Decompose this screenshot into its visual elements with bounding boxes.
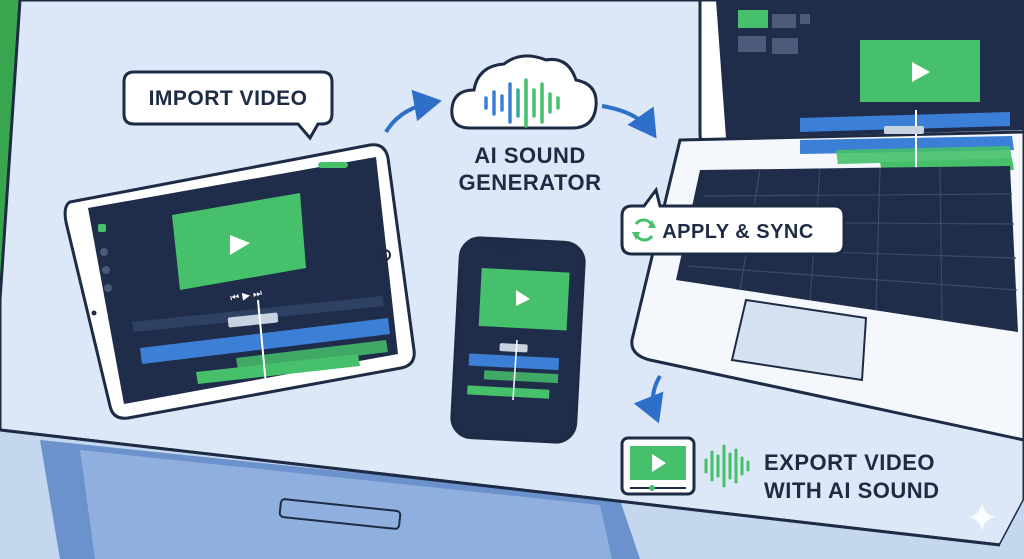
timeline-track-blue (800, 112, 1010, 132)
apply-sync-label: APPLY & SYNC (662, 221, 814, 243)
play-icon (652, 454, 666, 472)
apply-sync-callout: APPLY & SYNC (620, 186, 846, 256)
sparkle-icon (968, 503, 996, 531)
timeline-track-blue (140, 318, 390, 364)
cloud-icon (450, 54, 598, 130)
svg-text:⏮ ▶ ⏭: ⏮ ▶ ⏭ (229, 288, 262, 304)
laptop-trackpad (730, 298, 868, 382)
playhead (257, 299, 267, 386)
waveform-icon (704, 444, 750, 488)
timeline-track-green (236, 340, 388, 370)
phone-device (450, 236, 586, 444)
ai-generator-label-line1: AI SOUND (474, 143, 586, 168)
export-label-line2: WITH AI SOUND (764, 478, 940, 503)
waveform-icon (484, 78, 560, 128)
play-icon (516, 290, 530, 306)
export-video-icon (620, 436, 696, 496)
laptop-device (630, 0, 1024, 442)
import-video-callout: IMPORT VIDEO (122, 70, 334, 141)
import-video-label: IMPORT VIDEO (149, 87, 308, 110)
timeline-track-green-2 (196, 354, 360, 384)
play-icon (912, 62, 930, 82)
sync-icon (632, 218, 656, 242)
ai-generator-label-line2: GENERATOR (458, 170, 601, 195)
export-label-line1: EXPORT VIDEO (764, 450, 935, 475)
play-icon (230, 235, 250, 255)
arrow-import-to-ai (384, 89, 442, 134)
arrow-ai-to-laptop (601, 104, 657, 139)
tablet-device: ⏮ ▶ ⏭ (63, 143, 416, 420)
arrow-laptop-to-export (633, 374, 664, 424)
tablet-home-button (379, 249, 391, 261)
